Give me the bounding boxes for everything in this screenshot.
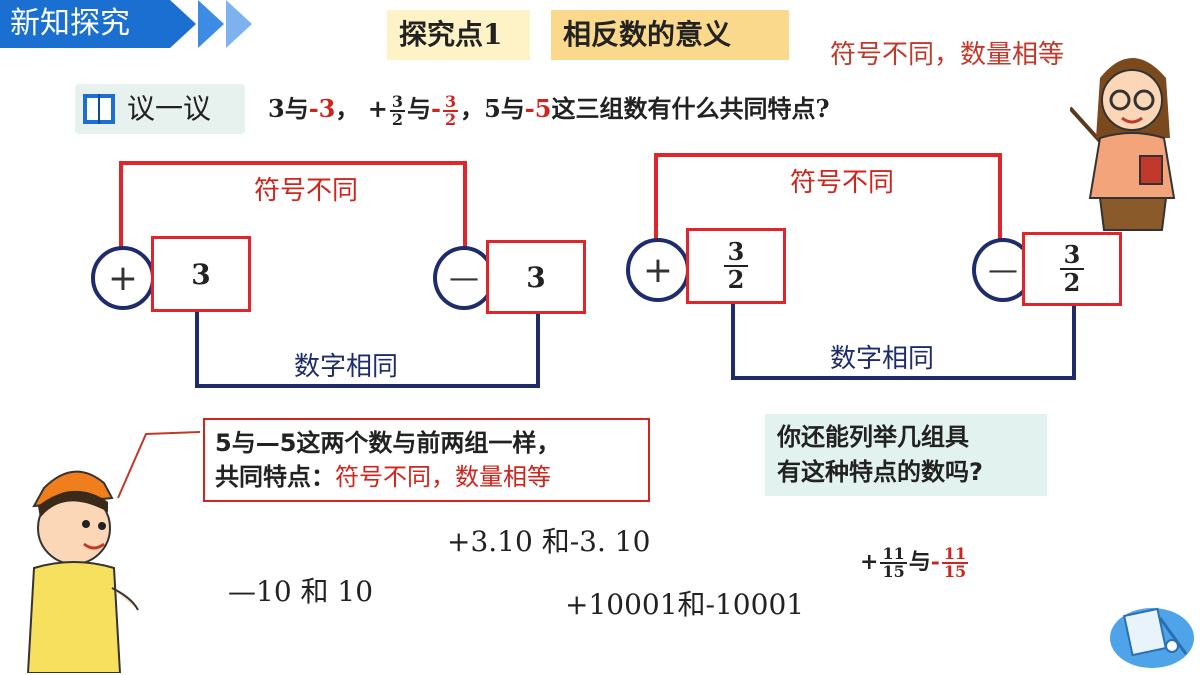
wire-bottom: [1072, 305, 1076, 380]
prompt-line-1: 你还能列举几组具: [777, 423, 969, 451]
wire-top: [119, 161, 467, 165]
question-text: 与: [406, 94, 431, 123]
summary-line-2: 共同特点：符号不同，数量相等: [215, 463, 551, 491]
number-box-right: 3: [486, 240, 586, 314]
example-3: +10001和-10001: [565, 588, 805, 621]
prompt-line-2: 有这种特点的数吗?: [777, 458, 983, 486]
math-tools-icon: [1110, 607, 1194, 668]
question-number: -3: [308, 94, 336, 123]
summary-line-1: 5与—5这两个数与前两组一样，: [215, 429, 561, 457]
question-sign: -: [430, 94, 441, 123]
question-text: 与: [284, 94, 309, 123]
question-number: 3: [268, 94, 285, 123]
topic-tag: 相反数的意义: [551, 10, 789, 60]
number-box-left: 3: [151, 236, 251, 312]
summary-note: 5与—5这两个数与前两组一样， 共同特点：符号不同，数量相等: [203, 418, 650, 502]
wire-top: [463, 161, 467, 248]
question-text: 与: [500, 94, 525, 123]
plus-sign-circle: +: [626, 238, 690, 302]
explore-point-tag: 探究点1: [387, 10, 530, 60]
wire-top: [654, 153, 1002, 157]
wire-bottom: [731, 376, 1076, 380]
wire-bottom: [731, 303, 735, 380]
discussion-label: 议一议: [127, 92, 212, 125]
wire-top: [998, 153, 1002, 239]
banner-chevron-icon: [170, 0, 196, 48]
wire-label-number: 数字相同: [830, 344, 935, 374]
wire-label-number: 数字相同: [294, 352, 399, 382]
wire-top: [654, 153, 658, 239]
teacher-illustration: [1070, 58, 1176, 231]
question-sign: +: [367, 94, 388, 123]
minus-sign-circle: —: [433, 246, 495, 310]
prompt-note: 你还能列举几组具 有这种特点的数吗?: [765, 414, 1047, 496]
discussion-label-box: 议一议: [75, 84, 245, 134]
wire-label-sign: 符号不同: [790, 168, 895, 198]
wire-label-sign: 符号不同: [254, 176, 359, 206]
banner-chevron-icon: [198, 0, 224, 48]
wire-bottom: [536, 312, 540, 388]
question-number: 5: [484, 94, 501, 123]
example-2: —10 和 10: [228, 575, 374, 608]
question-text: ，: [460, 94, 485, 123]
question-number: -5: [524, 94, 552, 123]
wire-bottom: [195, 310, 199, 388]
student-illustration: [26, 431, 201, 673]
book-icon: [83, 94, 115, 124]
question-text: 这三组数有什么共同特点?: [551, 94, 830, 123]
wire-top: [119, 161, 123, 248]
banner-chevron-icon: [226, 0, 252, 48]
question-text: ，: [335, 94, 360, 123]
example-1: +3.10 和-3. 10: [447, 525, 651, 558]
plus-sign-circle: +: [91, 246, 155, 310]
teacher-note: 符号不同，数量相等: [830, 40, 1065, 70]
section-banner: 新知探究: [0, 0, 170, 48]
wire-bottom: [195, 384, 540, 388]
